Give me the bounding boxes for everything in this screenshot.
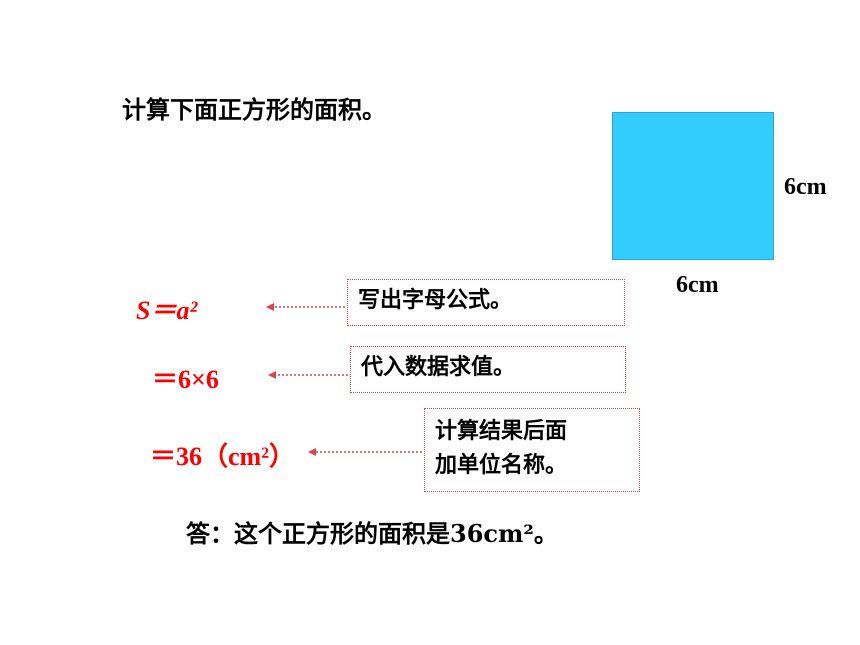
formula-variable: a² — [176, 296, 198, 325]
formula-step-1: S＝a² — [136, 290, 197, 327]
arrowhead-2 — [268, 371, 276, 379]
note-add-unit-line-1: 计算结果后面 — [435, 419, 568, 444]
note-write-formula: 写出字母公式。 — [347, 279, 625, 326]
formula-prefix: S＝ — [136, 296, 177, 325]
square-figure — [612, 112, 774, 260]
arrowhead-1 — [266, 303, 274, 311]
square-bottom-label: 6cm — [676, 272, 719, 298]
note-add-unit-line-2: 加单位名称。 — [435, 453, 568, 478]
note-add-unit: 计算结果后面 加单位名称。 — [424, 408, 640, 492]
note-substitute-values: 代入数据求值。 — [350, 346, 626, 393]
problem-title: 计算下面正方形的面积。 — [122, 95, 386, 124]
formula-step-2: ＝6×6 — [152, 365, 219, 394]
formula-step-3: ＝36（cm²） — [150, 442, 295, 471]
arrowhead-3 — [308, 448, 316, 456]
answer-text: 答：这个正方形的面积是36cm²。 — [186, 519, 558, 548]
square-side-label: 6cm — [784, 174, 827, 200]
